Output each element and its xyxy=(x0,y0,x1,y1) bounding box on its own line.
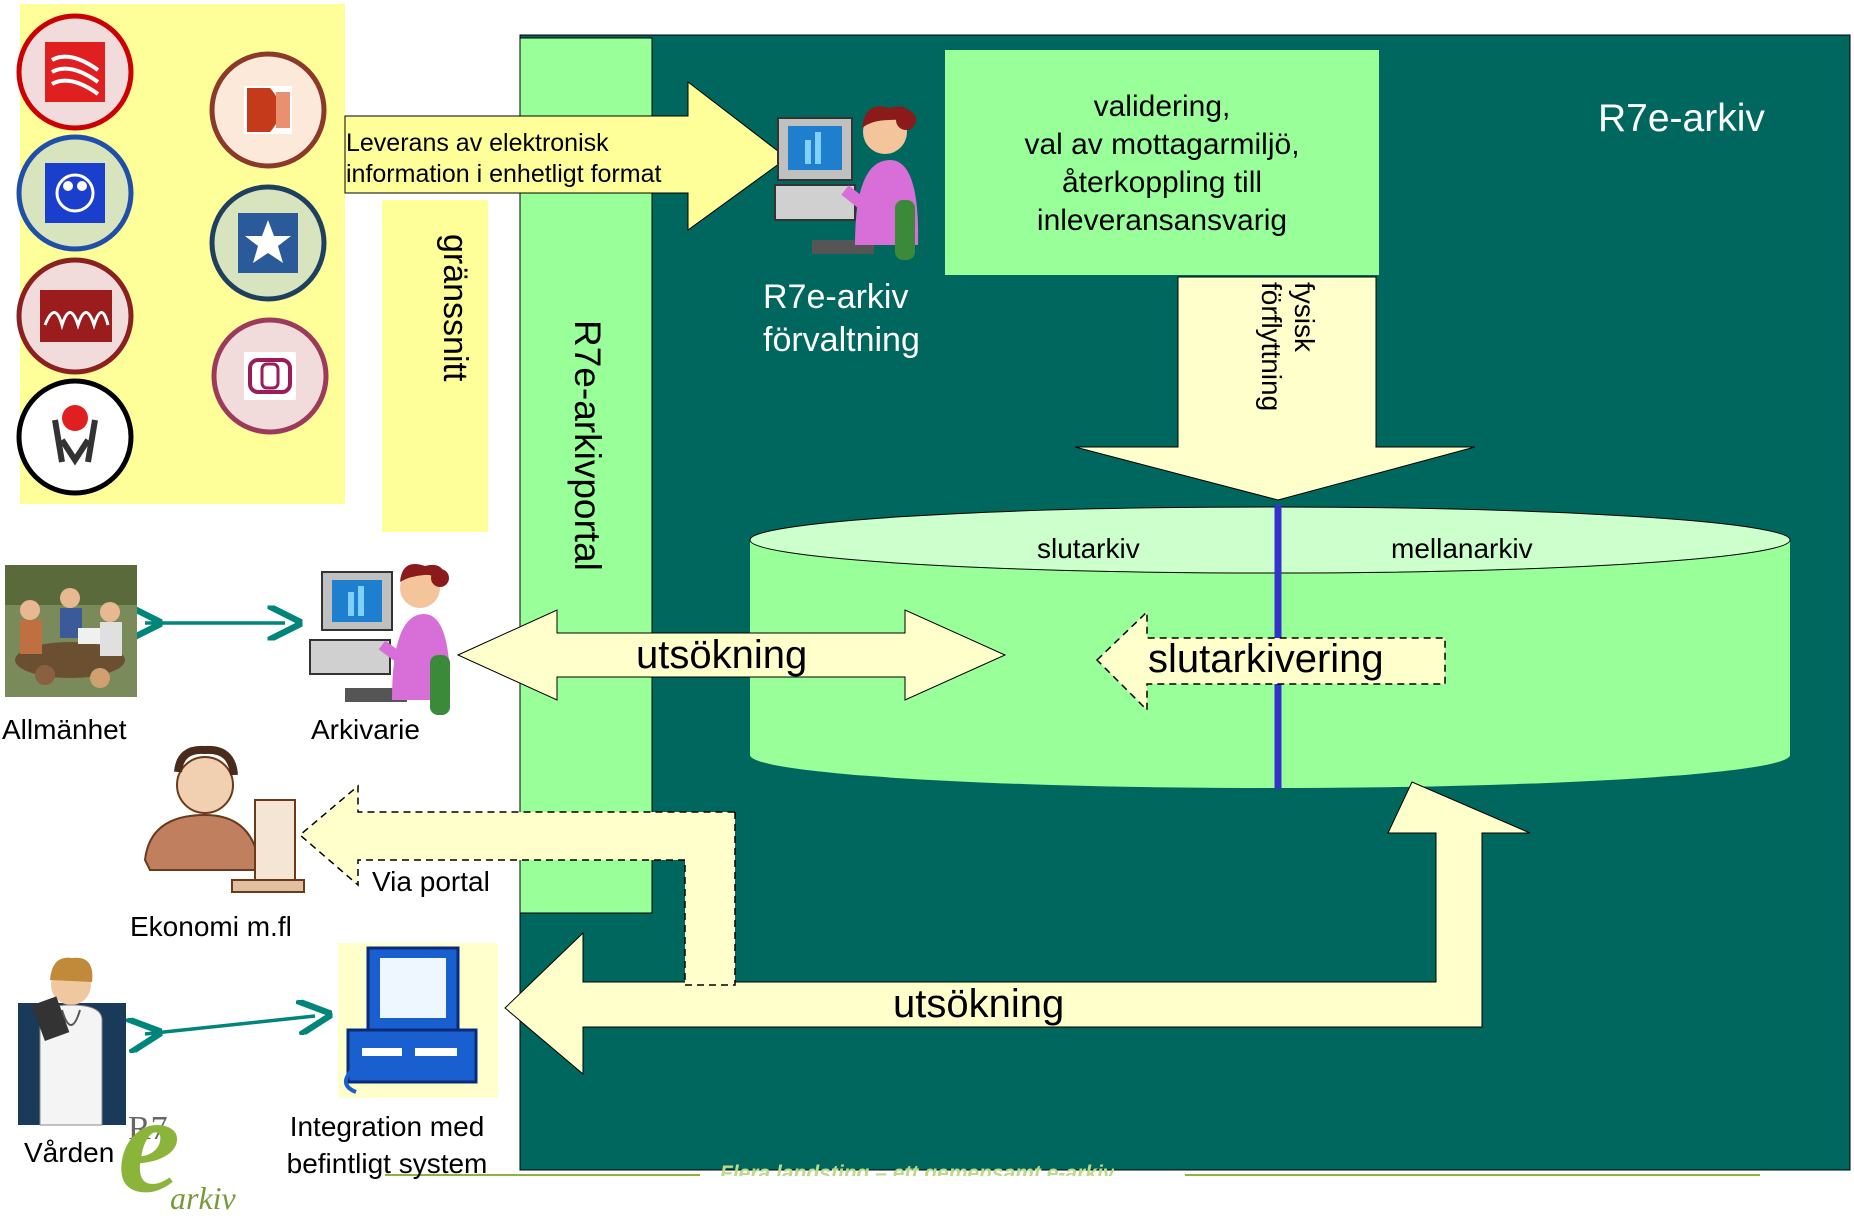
search-label-archivist: utsökning xyxy=(636,633,808,677)
archive-title: R7e-arkiv xyxy=(1598,97,1765,140)
logo-e: e xyxy=(118,1067,181,1222)
care-doctor-icon xyxy=(18,957,126,1126)
portal-label: R7e-arkivportal xyxy=(567,320,608,571)
care-integration-arrow xyxy=(145,1016,315,1034)
integration-label: Integration med befintligt system xyxy=(286,1111,488,1179)
org-logo-7-icon xyxy=(211,317,329,435)
via-portal-arrow xyxy=(298,784,736,986)
org-logo-2-icon xyxy=(16,134,134,252)
org-logo-1-icon xyxy=(16,13,134,131)
final-archive-label: slutarkiv xyxy=(1037,533,1140,564)
org-logo-4-icon xyxy=(16,378,134,496)
economy-label: Ekonomi m.fl xyxy=(130,911,292,942)
interface-label: gränssnitt xyxy=(436,234,474,382)
footer-slogan: Flera landsting – ett gemensamt e-arkiv xyxy=(720,1162,1115,1176)
archive-cylinder-top xyxy=(749,506,1791,574)
archivist-label: Arkivarie xyxy=(311,714,420,745)
interface-strip xyxy=(382,200,488,532)
archivist-icon xyxy=(309,564,451,715)
logo-arkiv: arkiv xyxy=(170,1180,236,1216)
public-meeting-icon xyxy=(5,565,137,697)
economy-person-icon xyxy=(143,745,305,893)
integration-computer-icon xyxy=(338,943,498,1098)
search-label-integration: utsökning xyxy=(893,982,1065,1026)
org-logo-5-icon xyxy=(209,51,327,169)
validation-text: validering, val av mottagarmiljö, återko… xyxy=(1024,90,1300,237)
physical-move-label: fysisk förflyttning xyxy=(1256,282,1320,412)
search-double-arrow xyxy=(456,609,1007,701)
care-label: Vården xyxy=(24,1137,115,1168)
intermediate-archive-label: mellanarkiv xyxy=(1391,533,1533,564)
delivery-label: Leverans av elektronisk information i en… xyxy=(346,129,662,188)
validation-box xyxy=(945,50,1379,275)
org-logo-6-icon xyxy=(209,184,327,302)
admin-caption: R7e-arkiv förvaltning xyxy=(763,278,920,359)
archive-admin-icon xyxy=(774,106,919,260)
bottom-search-arrow xyxy=(504,781,1531,1076)
delivery-arrow xyxy=(344,80,788,231)
via-portal-label: Via portal xyxy=(372,866,490,897)
logo-r7: R7 xyxy=(128,1110,168,1147)
final-archiving-arrow xyxy=(1095,610,1446,712)
physical-move-arrow xyxy=(1074,276,1476,501)
org-logo-3-icon xyxy=(16,257,134,375)
final-archiving-label: slutarkivering xyxy=(1148,637,1384,681)
public-label: Allmänhet xyxy=(2,714,127,745)
